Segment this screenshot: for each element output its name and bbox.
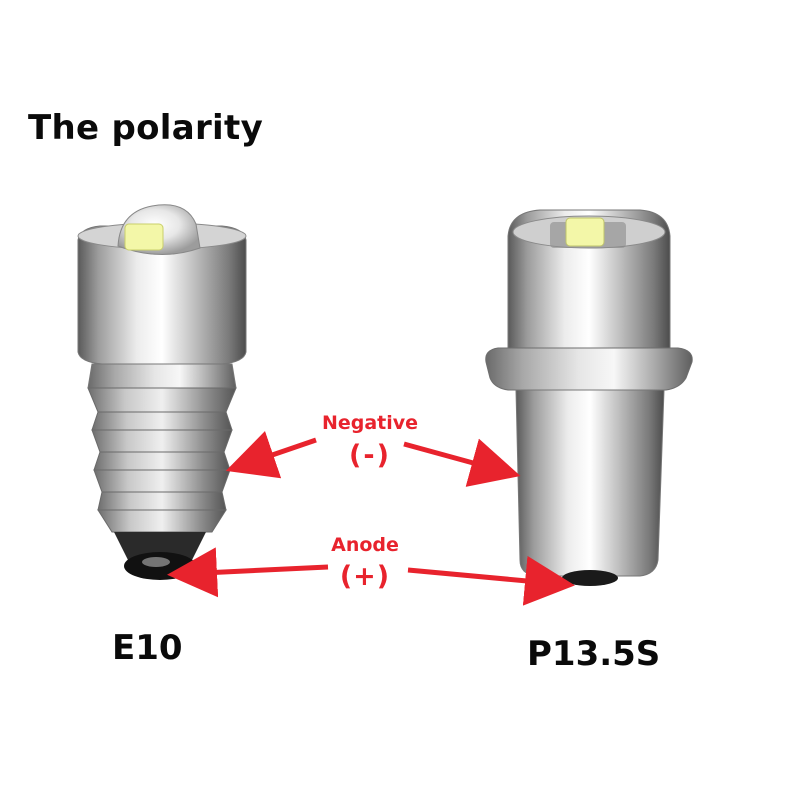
led-chip-icon: [565, 217, 605, 247]
page-title: The polarity: [28, 108, 264, 148]
e10-bulb: [77, 204, 247, 580]
anode-arrows: [167, 547, 575, 606]
negative-arrow-right: [403, 438, 521, 487]
e10-name: E10: [112, 628, 183, 668]
anode-symbol: (+): [339, 561, 391, 592]
anode-label: Anode: [331, 534, 399, 556]
negative-arrows: [225, 431, 521, 487]
p13-bulb: [485, 209, 693, 586]
led-chip-icon: [124, 223, 164, 251]
negative-symbol: (-): [349, 440, 391, 471]
negative-label: Negative: [321, 412, 419, 434]
anode-arrow-right: [407, 555, 575, 606]
negative-arrow-left: [225, 431, 317, 479]
p13-name: P13.5S: [527, 634, 661, 674]
anode-arrow-left: [167, 547, 329, 598]
